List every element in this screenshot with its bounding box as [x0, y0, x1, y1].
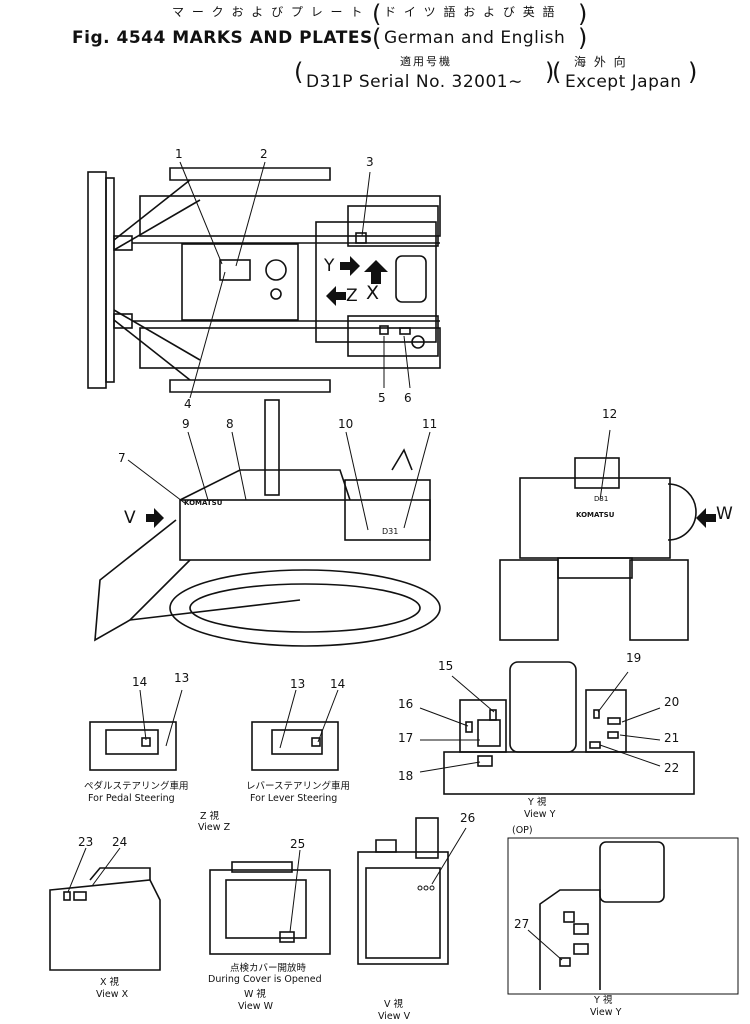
paren-open-3: ( [294, 58, 304, 86]
view-y-drawing [443, 661, 695, 795]
callout-27: 27 [514, 917, 530, 931]
callout-25: 25 [290, 837, 306, 851]
title-japanese: マ ー ク お よ び プ レ ー ト [172, 5, 365, 19]
callout-19: 19 [626, 651, 642, 665]
figure-title: Fig. 4544 MARKS AND PLATES [72, 28, 373, 48]
callout-7: 7 [118, 451, 126, 465]
destination-japanese: 海 外 向 [574, 55, 628, 69]
view-v-en: View V [378, 1011, 411, 1022]
callout-11: 11 [422, 417, 438, 431]
callout-10: 10 [338, 417, 354, 431]
paren-close-4: ) [688, 58, 698, 86]
callout-23: 23 [78, 835, 94, 849]
callout-3: 3 [366, 155, 374, 169]
callout-2: 2 [260, 147, 268, 161]
view-arrow-y-label: Y [324, 256, 335, 276]
destination-label: Except Japan [565, 72, 682, 92]
callout-6: 6 [404, 391, 412, 405]
view-v-drawing [357, 817, 449, 965]
view-z-pedal-drawing [89, 721, 177, 771]
view-y-op-en: View Y [590, 1007, 622, 1018]
lever-steering-jp: レバーステアリング車用 [246, 781, 351, 792]
view-y-en: View Y [524, 809, 556, 820]
side-view-drawing [94, 399, 441, 647]
callout-16: 16 [398, 697, 414, 711]
title-japanese-language: ド イ ツ 語 お よ び 英 語 [384, 5, 557, 19]
callout-14: 14 [132, 675, 148, 689]
callout-13: 13 [174, 671, 190, 685]
callout-5: 5 [378, 391, 386, 405]
view-z-en: View Z [198, 822, 231, 833]
callout-4: 4 [184, 397, 192, 411]
view-w-drawing [209, 861, 331, 955]
d31-plate-rear: D31 [594, 495, 609, 503]
callout-20: 20 [664, 695, 680, 709]
view-arrow-w-label: W [716, 504, 733, 524]
view-x-drawing [49, 867, 161, 971]
callout-8: 8 [226, 417, 234, 431]
paren-close-3: ) [545, 58, 555, 86]
callout-15: 15 [438, 659, 454, 673]
view-x-jp: X 視 [100, 977, 120, 988]
callout-9: 9 [182, 417, 190, 431]
pedal-steering-jp: ペダルステアリング車用 [84, 781, 189, 792]
view-w-en: View W [238, 1001, 273, 1012]
serial-number: D31P Serial No. 32001∼ [306, 72, 523, 92]
view-v-jp: V 視 [384, 999, 404, 1010]
paren-close-2: ) [578, 24, 588, 52]
view-arrow-z-label: Z [346, 286, 358, 306]
op-view-y-drawing [507, 837, 739, 995]
callout-13-lever: 13 [290, 677, 306, 691]
serial-label-japanese: 適用号機 [400, 55, 452, 68]
view-arrow-x-label: X [366, 282, 380, 304]
language-label: German and English [384, 28, 566, 48]
callout-22: 22 [664, 761, 680, 775]
view-arrow-v-label: V [124, 508, 136, 528]
d31-plate-side: D31 [382, 527, 399, 536]
komatsu-plate-rear: KOMATSU [576, 511, 615, 519]
callout-14-lever: 14 [330, 677, 346, 691]
callout-12: 12 [602, 407, 618, 421]
view-y-op-jp: Y 視 [594, 995, 613, 1006]
view-y-jp: Y 視 [528, 797, 547, 808]
komatsu-plate: KOMATSU [184, 499, 223, 507]
pedal-steering-en: For Pedal Steering [88, 793, 175, 804]
paren-open-2: ( [372, 24, 382, 52]
paren-open-1: ( [372, 0, 382, 28]
callout-1: 1 [175, 147, 183, 161]
optional-label: (OP) [512, 825, 533, 836]
view-w-jp: W 視 [244, 989, 266, 1000]
callout-17: 17 [398, 731, 414, 745]
callout-24: 24 [112, 835, 128, 849]
callout-18: 18 [398, 769, 414, 783]
cover-opened-jp: 点検カバー開放時 [230, 963, 307, 974]
rear-view-drawing [499, 457, 697, 641]
callout-21: 21 [664, 731, 680, 745]
view-x-en: View X [96, 989, 129, 1000]
lever-steering-en: For Lever Steering [250, 793, 338, 804]
paren-open-4: ( [552, 58, 562, 86]
paren-close-1: ) [578, 0, 588, 28]
view-z-jp: Z 視 [200, 811, 220, 822]
view-z-lever-drawing [251, 721, 339, 771]
top-view-drawing [87, 167, 441, 393]
callout-26: 26 [460, 811, 476, 825]
cover-opened-en: During Cover is Opened [208, 974, 322, 985]
